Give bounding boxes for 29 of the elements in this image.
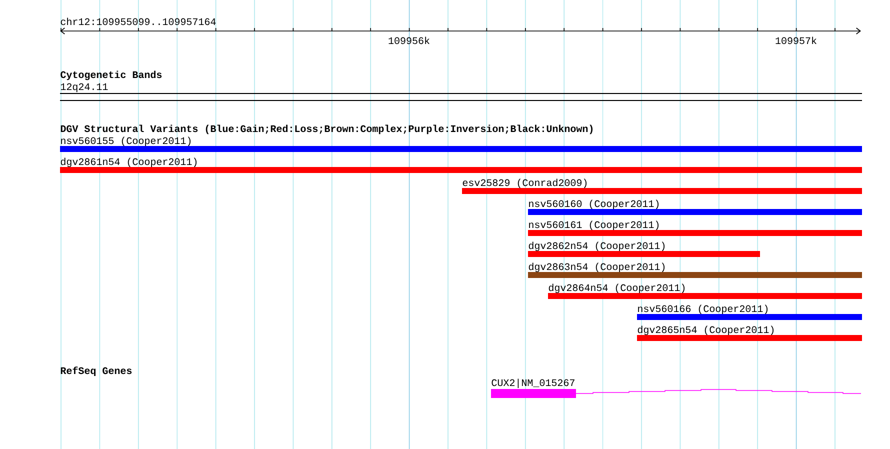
track-heading: DGV Structural Variants (Blue:Gain;Red:Loss;Brown:Complex;Purple:Inversion;Black:Unknown) bbox=[60, 124, 593, 134]
node-label: dgv2863n54 (Cooper2011) bbox=[528, 262, 665, 272]
variant-bar: dgv2862n54 (Cooper2011) bbox=[528, 242, 760, 257]
variant-bar: esv25829 (Conrad2009) bbox=[462, 178, 862, 194]
node-label: CUX2|NM_015267 bbox=[492, 378, 574, 388]
track-heading: Cytogenetic Bands bbox=[60, 70, 162, 80]
variant-bar: dgv2865n54 (Cooper2011) bbox=[637, 326, 862, 341]
node-label: esv25829 (Conrad2009) bbox=[462, 178, 587, 188]
node-label: nsv560160 (Cooper2011) bbox=[529, 200, 659, 210]
variant-bar: nsv560166 (Cooper2011) bbox=[637, 304, 862, 320]
gene-drawing: CUX2|NM_015267 bbox=[491, 378, 862, 398]
variant-bar: nsv560155 (Cooper2011) bbox=[60, 136, 862, 152]
variant-bar: dgv2861n54 (Cooper2011) bbox=[60, 158, 862, 173]
tick-label: 109957k bbox=[776, 36, 816, 44]
variant-bar: nsv560161 (Cooper2011) bbox=[528, 220, 862, 236]
position-label: chr12:109955099..109957164 bbox=[60, 18, 216, 26]
node-label: nsv560155 (Cooper2011) bbox=[61, 136, 191, 146]
node-label: nsv560161 (Cooper2011) bbox=[529, 220, 659, 230]
node-label: dgv2861n54 (Cooper2011) bbox=[60, 158, 197, 168]
node-label: dgv2865n54 (Cooper2011) bbox=[638, 326, 774, 336]
node-label: dgv2862n54 (Cooper2011) bbox=[528, 242, 665, 252]
variant-bar: dgv2864n54 (Cooper2011) bbox=[548, 284, 862, 299]
band-label: 12q24.11 bbox=[60, 83, 108, 92]
node-label: dgv2864n54 (Cooper2011) bbox=[548, 284, 685, 294]
track-heading: RefSeq Genes bbox=[60, 366, 132, 376]
tick-label: 109956k bbox=[388, 36, 430, 44]
variant-bar: dgv2863n54 (Cooper2011) bbox=[528, 262, 862, 278]
variant-bar: nsv560160 (Cooper2011) bbox=[528, 200, 862, 215]
node-label: nsv560166 (Cooper2011) bbox=[638, 304, 768, 314]
